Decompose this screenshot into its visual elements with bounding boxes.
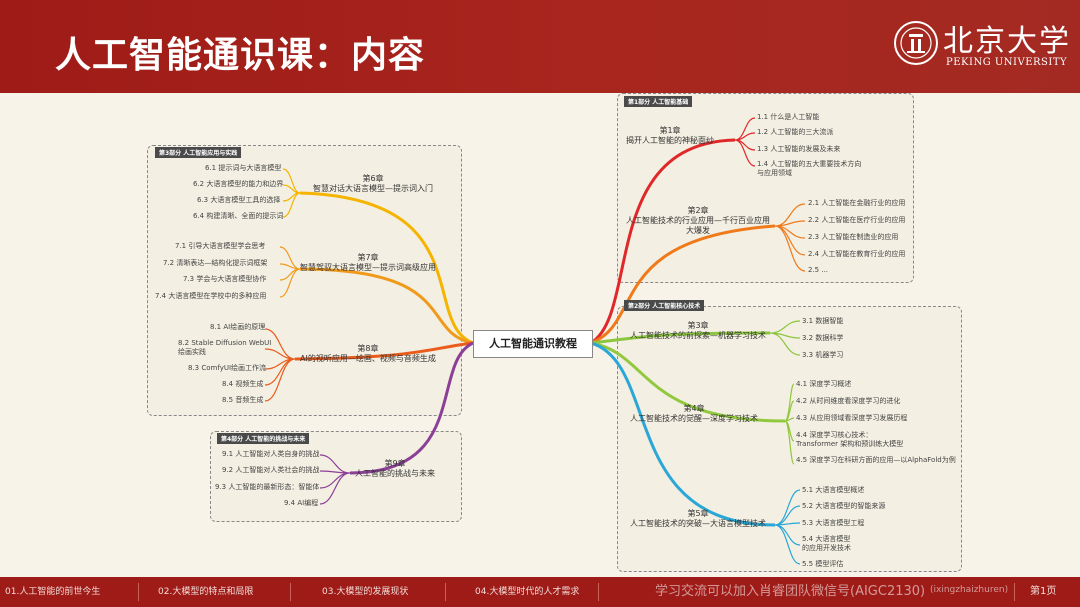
leaf-1-1: 1.1 什么是人工智能 <box>757 113 820 121</box>
leaf-9-4: 9.4 AI编程 <box>284 499 319 507</box>
leaf-5-1: 5.1 大语言模型概述 <box>802 486 865 494</box>
page-number: 第1页 <box>1030 586 1057 597</box>
leaf-7-3: 7.3 学会与大语言模型协作 <box>183 275 267 283</box>
mind-map-area: 第1部分 人工智能基础 第2部分 人工智能核心技术 第3部分 人工智能应用与实践… <box>0 93 1080 577</box>
part1-group <box>617 93 914 283</box>
leaf-2-1: 2.1 人工智能在金融行业的应用 <box>808 199 906 207</box>
leaf-2-4: 2.4 人工智能在教育行业的应用 <box>808 250 906 258</box>
leaf-5-2: 5.2 大语言模型的智能来源 <box>802 502 886 510</box>
footer-divider <box>445 583 446 601</box>
footer-divider <box>598 583 599 601</box>
leaf-8-4: 8.4 视频生成 <box>222 380 264 388</box>
leaf-1-2: 1.2 人工智能的三大流派 <box>757 128 834 136</box>
leaf-9-3: 9.3 人工智能的最新形态：智能体 <box>215 483 320 491</box>
leaf-5-4: 5.4 大语言模型 的应用开发技术 <box>802 535 851 552</box>
footer-item-2[interactable]: 02.大模型的特点和局限 <box>158 587 254 597</box>
chapter-9: 第9章 人工智能的挑战与未来 <box>355 459 435 478</box>
leaf-6-3: 6.3 大语言模型工具的选择 <box>197 196 281 204</box>
footer-divider <box>1014 583 1015 601</box>
chapter-7: 第7章 智慧驾驭大语言模型—提示词高级应用 <box>300 253 436 272</box>
footer-item-1[interactable]: 01.人工智能的前世今生 <box>5 587 101 597</box>
chapter-8: 第8章 AI的视听应用—绘画、视频与音频生成 <box>300 344 436 363</box>
footer-divider <box>138 583 139 601</box>
part2-label: 第2部分 人工智能核心技术 <box>624 300 705 311</box>
chapter-2: 第2章 人工智能技术的行业应用—千行百业应用 大爆发 <box>626 206 770 235</box>
leaf-4-5: 4.5 深度学习在科研方面的应用—以AlphaFold为例 <box>796 456 956 464</box>
university-logo-subtext: PEKING UNIVERSITY <box>946 57 1068 68</box>
part4-label: 第4部分 人工智能的挑战与未来 <box>217 433 310 444</box>
leaf-7-2: 7.2 清晰表达—结构化提示词框架 <box>163 259 268 267</box>
leaf-4-3: 4.3 从应用领域看深度学习发展历程 <box>796 414 908 422</box>
mind-map-branches <box>264 117 806 565</box>
chapter-3: 第3章 人工智能技术的前探索—机器学习技术 <box>630 321 766 340</box>
leaf-4-2: 4.2 从时间维度看深度学习的进化 <box>796 397 901 405</box>
leaf-3-2: 3.2 数据科学 <box>802 334 844 342</box>
part1-label: 第1部分 人工智能基础 <box>624 96 693 107</box>
leaf-2-2: 2.2 人工智能在医疗行业的应用 <box>808 216 906 224</box>
leaf-1-3: 1.3 人工智能的发展及未来 <box>757 145 841 153</box>
leaf-4-4: 4.4 深度学习核心技术： Transformer 架构和预训练大模型 <box>796 431 904 448</box>
chapter-4: 第4章 人工智能技术的觉醒—深度学习技术 <box>630 404 758 423</box>
leaf-3-1: 3.1 数据智能 <box>802 317 844 325</box>
leaf-6-2: 6.2 大语言模型的能力和边界 <box>193 180 284 188</box>
page-title: 人工智能通识课：内容 <box>55 35 426 76</box>
leaf-8-1: 8.1 AI绘画的原理 <box>210 323 266 331</box>
leaf-5-5: 5.5 模型评估 <box>802 560 844 568</box>
part3-group <box>147 145 462 416</box>
leaf-7-1: 7.1 引导大语言模型学会思考 <box>175 242 266 250</box>
watermark-id: (ixingzhaizhuren) <box>930 585 1009 595</box>
university-logo-text: 北京大学 <box>943 24 1071 59</box>
leaf-8-3: 8.3 ComfyUI绘画工作流 <box>188 364 267 372</box>
leaf-1-4: 1.4 人工智能的五大重要技术方向 与应用领域 <box>757 160 862 177</box>
footer-item-3[interactable]: 03.大模型的发展现状 <box>322 587 409 597</box>
part3-label: 第3部分 人工智能应用与实践 <box>155 147 242 158</box>
leaf-4-1: 4.1 深度学习概述 <box>796 380 852 388</box>
leaf-5-3: 5.3 大语言模型工程 <box>802 519 865 527</box>
leaf-6-4: 6.4 构建清晰、全面的提示词 <box>193 212 284 220</box>
chapter-6: 第6章 智慧对话大语言模型—提示词入门 <box>313 174 433 193</box>
chapter-5: 第5章 人工智能技术的突破—大语言模型技术 <box>630 509 766 528</box>
chapter-1: 第1章 揭开人工智能的神秘面纱 <box>626 126 714 145</box>
watermark-text: 学习交流可以加入肖睿团队微信号(AIGC2130) <box>655 584 926 599</box>
footer-divider <box>290 583 291 601</box>
footer-item-4[interactable]: 04.大模型时代的人才需求 <box>475 587 580 597</box>
leaf-9-1: 9.1 人工智能对人类自身的挑战 <box>222 450 320 458</box>
leaf-8-5: 8.5 音频生成 <box>222 396 264 404</box>
leaf-8-2: 8.2 Stable Diffusion WebUI 绘画实践 <box>178 339 272 356</box>
leaf-2-3: 2.3 人工智能在制造业的应用 <box>808 233 899 241</box>
part4-group <box>210 431 462 522</box>
title-bar: 人工智能通识课：内容 北京大学 PEKING UNIVERSITY <box>0 0 1080 93</box>
university-seal-icon <box>894 21 938 65</box>
footer-nav: 01.人工智能的前世今生 02.大模型的特点和局限 03.大模型的发展现状 04… <box>0 577 1080 607</box>
leaf-2-5: 2.5 ... <box>808 266 829 274</box>
leaf-7-4: 7.4 大语言模型在学校中的多种应用 <box>155 292 267 300</box>
root-node: 人工智能通识教程 <box>473 330 593 358</box>
leaf-9-2: 9.2 人工智能对人类社会的挑战 <box>222 466 320 474</box>
leaf-6-1: 6.1 提示词与大语言模型 <box>205 164 282 172</box>
leaf-3-3: 3.3 机器学习 <box>802 351 844 359</box>
